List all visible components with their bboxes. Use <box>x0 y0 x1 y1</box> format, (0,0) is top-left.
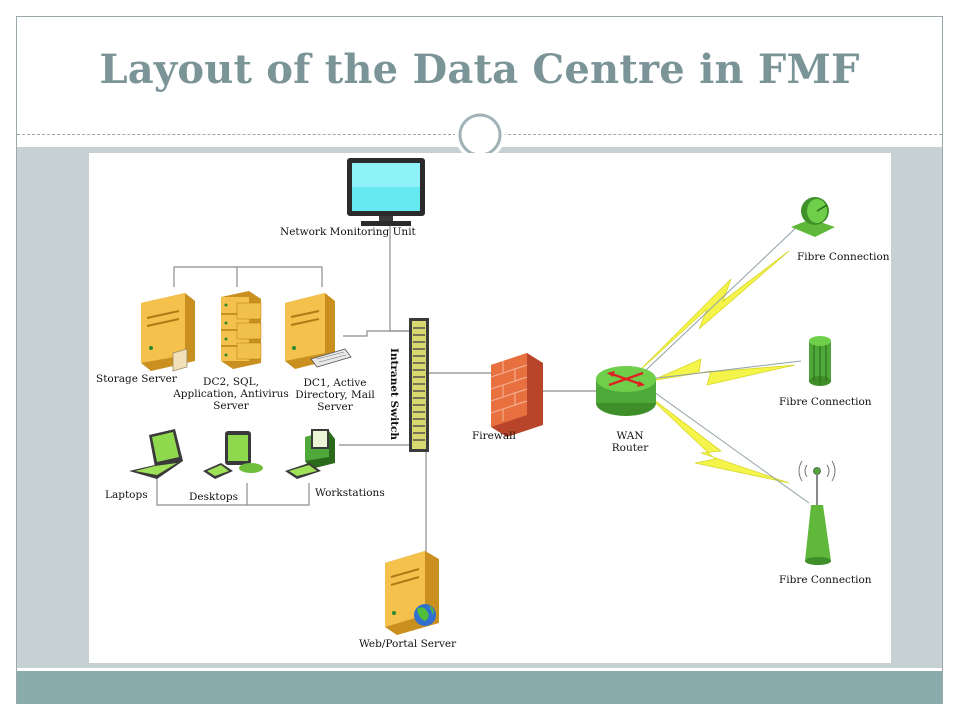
workstation-icon <box>285 429 335 479</box>
lightning-links <box>636 250 796 484</box>
network-diagram: Network Monitoring Unit Storage Server D… <box>89 153 891 663</box>
dc2-label-line: DC2, SQL, <box>203 376 259 388</box>
laptop-icon <box>129 429 183 479</box>
satellite-dish-icon <box>791 197 835 237</box>
switch-icon <box>409 318 429 452</box>
firewall-label: Firewall <box>472 430 516 442</box>
intranet-switch-label: Intranet Switch <box>388 348 400 441</box>
monitor-icon <box>347 158 425 226</box>
desktop-icon <box>203 431 263 479</box>
dc1-server-icon <box>285 293 352 369</box>
desktops-label: Desktops <box>189 491 239 503</box>
slide-title: Layout of the Data Centre in FMF <box>99 46 860 93</box>
dc2-server-label: DC2, SQL, Application, Antivirus Server <box>171 376 291 412</box>
fibre-connection-label-3: Fibre Connection <box>779 574 872 586</box>
dc1-label-line: Server <box>317 401 353 413</box>
router-icon <box>596 366 656 416</box>
workstations-label: Workstations <box>315 487 385 499</box>
fibre-connection-label-1: Fibre Connection <box>797 251 890 263</box>
storage-server-label: Storage Server <box>96 373 177 385</box>
connection-lines <box>156 223 599 556</box>
laptops-label: Laptops <box>105 489 148 501</box>
dc2-label-line: Server <box>213 400 249 412</box>
firewall-icon <box>490 353 543 437</box>
dc2-label-line: Application, Antivirus <box>173 388 289 400</box>
network-monitoring-label: Network Monitoring Unit <box>280 226 416 238</box>
signal-lines <box>644 222 810 504</box>
globe-icon <box>414 604 436 626</box>
dc1-label-line: DC1, Active <box>303 377 367 389</box>
tower-icon <box>809 336 831 386</box>
dc1-server-label: DC1, Active Directory, Mail Server <box>292 377 378 413</box>
diagram-canvas <box>129 158 836 635</box>
wan-router-label-line: WAN <box>616 430 644 442</box>
wan-router-label-line: Router <box>611 442 649 454</box>
dc2-server-icon <box>221 291 262 369</box>
fibre-connection-label-2: Fibre Connection <box>779 396 872 408</box>
web-portal-server-label: Web/Portal Server <box>359 638 457 650</box>
dc1-label-line: Directory, Mail <box>295 389 375 401</box>
antenna-icon <box>798 460 836 565</box>
footer-band <box>17 671 942 704</box>
storage-server-icon <box>141 293 195 372</box>
wan-router-label: WAN Router <box>604 430 656 454</box>
